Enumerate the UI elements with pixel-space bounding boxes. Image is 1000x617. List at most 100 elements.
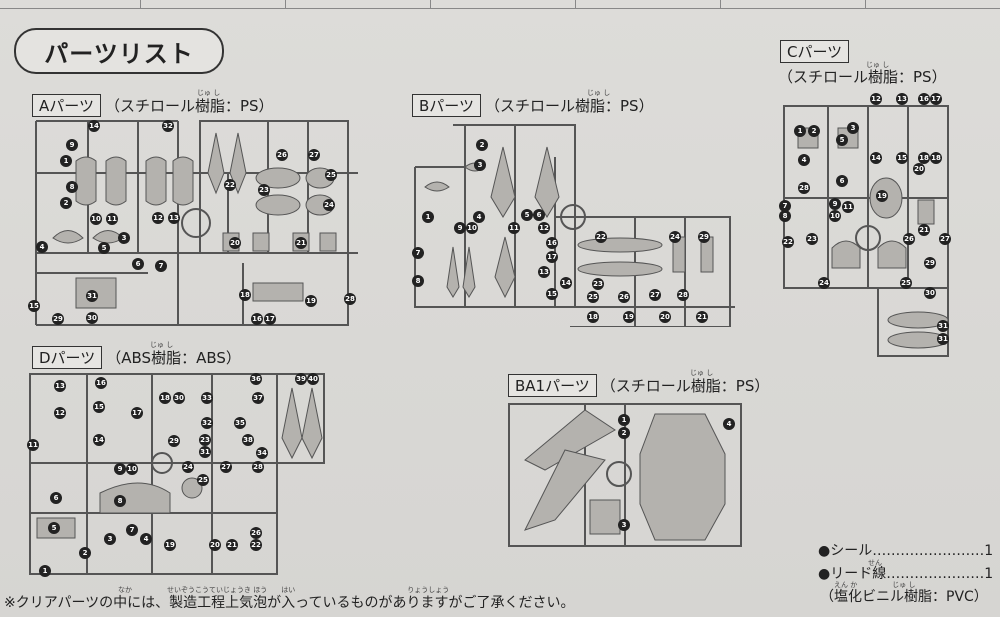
svg-text:18: 18 [240,291,250,299]
svg-text:15: 15 [94,403,104,411]
section-ba1-ruby: じゅ し [690,369,714,377]
svg-text:15: 15 [547,290,557,298]
svg-text:20: 20 [210,541,220,549]
svg-text:10: 10 [467,224,477,232]
svg-text:31: 31 [938,335,948,343]
svg-text:21: 21 [919,226,929,234]
svg-text:11: 11 [28,441,38,449]
svg-text:15: 15 [897,154,907,162]
section-ba1-name: BA1パーツ [508,374,597,397]
svg-text:11: 11 [509,224,519,232]
svg-text:23: 23 [259,186,269,194]
svg-text:24: 24 [819,279,829,287]
svg-text:29: 29 [699,233,709,241]
svg-text:29: 29 [925,259,935,267]
svg-text:4: 4 [40,243,45,251]
svg-text:8: 8 [416,277,421,285]
svg-text:9: 9 [70,141,75,149]
svg-text:28: 28 [799,184,809,192]
svg-text:39: 39 [296,375,306,383]
page-title: パーツリスト [14,28,224,74]
runner-a-diagram: 14 32 9 8 10 11 12 13 4 5 6 7 22 23 26 2… [28,113,368,333]
svg-text:30: 30 [925,289,935,297]
svg-text:5: 5 [102,244,107,252]
svg-text:26: 26 [251,529,261,537]
svg-text:2: 2 [480,141,485,149]
svg-text:26: 26 [277,151,287,159]
svg-text:19: 19 [624,313,634,321]
section-a-material: （スチロール樹脂：PS） [104,97,274,115]
svg-text:27: 27 [650,291,660,299]
svg-text:20: 20 [914,165,924,173]
svg-text:40: 40 [308,375,318,383]
section-a-label: Aパーツ（スチロール樹脂：PS） [32,94,274,117]
svg-text:3: 3 [622,521,627,529]
svg-text:4: 4 [144,535,149,543]
svg-text:13: 13 [55,382,65,390]
svg-text:1: 1 [64,157,69,165]
svg-text:4: 4 [477,213,482,221]
svg-text:29: 29 [53,315,63,323]
svg-text:24: 24 [324,201,334,209]
note-ruby: なか せいぞうこうていじょうき ほう はい りょうしょう [118,586,450,594]
caution-note: ※クリアパーツの中には、製造工程上気泡が入っているものがありますがご了承ください… [4,595,575,611]
svg-text:33: 33 [202,394,212,402]
svg-text:9: 9 [458,224,463,232]
svg-text:24: 24 [670,233,680,241]
section-a-name: Aパーツ [32,94,101,117]
svg-text:2: 2 [83,549,88,557]
svg-text:16: 16 [96,379,106,387]
runner-b-numbers: 2 3 1 4 5 6 7 8 9 10 11 12 13 14 15 16 1… [412,139,710,323]
svg-text:25: 25 [588,293,598,301]
runner-d-numbers: 1 2 3 4 5 6 7 8 9 10 11 12 13 14 15 16 1… [27,373,319,577]
svg-text:22: 22 [596,233,606,241]
runner-a-svg: 14 32 9 8 10 11 12 13 4 5 6 7 22 23 26 2… [28,120,358,326]
svg-text:7: 7 [159,262,164,270]
svg-text:18: 18 [588,313,598,321]
svg-text:10: 10 [91,215,101,223]
svg-text:21: 21 [697,313,707,321]
svg-text:13: 13 [539,268,549,276]
svg-text:3: 3 [478,161,483,169]
svg-text:37: 37 [253,394,263,402]
legend-lead: ●リード線…………………1 [818,566,994,582]
svg-text:31: 31 [87,292,97,300]
svg-text:18: 18 [919,154,929,162]
svg-text:13: 13 [897,95,907,103]
svg-text:1: 1 [798,127,803,135]
svg-text:8: 8 [70,183,75,191]
svg-text:32: 32 [202,419,212,427]
section-d-name: Dパーツ [32,346,103,369]
svg-text:19: 19 [306,297,316,305]
runner-ba1-svg: 1 2 3 4 [508,403,742,547]
section-b-ruby: じゅ し [587,89,611,97]
svg-text:23: 23 [807,235,817,243]
svg-text:17: 17 [547,253,557,261]
svg-text:27: 27 [221,463,231,471]
svg-text:3: 3 [108,535,113,543]
svg-text:2: 2 [812,127,817,135]
svg-text:3: 3 [122,234,127,242]
svg-text:19: 19 [877,192,887,200]
svg-text:23: 23 [593,280,603,288]
runner-d-diagram: 1 2 3 4 5 6 7 8 9 10 11 12 13 14 15 16 1… [22,368,327,578]
section-c-name: Cパーツ [780,40,850,63]
svg-text:32: 32 [163,122,173,130]
runner-ba1-numbers: 1 2 3 4 [618,414,735,531]
svg-text:22: 22 [251,541,261,549]
svg-text:27: 27 [940,235,950,243]
svg-text:4: 4 [727,420,732,428]
svg-text:8: 8 [118,497,123,505]
svg-text:14: 14 [89,122,99,130]
svg-text:9: 9 [118,465,123,473]
svg-text:7: 7 [130,526,135,534]
section-b-material: （スチロール樹脂：PS） [485,97,654,115]
svg-text:27: 27 [309,151,319,159]
svg-text:16: 16 [252,315,262,323]
svg-text:25: 25 [901,279,911,287]
svg-text:6: 6 [840,177,845,185]
runner-c-svg: 1 2 3 4 5 6 7 8 9 10 11 12 13 14 15 16 1… [779,93,951,357]
svg-text:18: 18 [931,154,941,162]
svg-text:18: 18 [160,394,170,402]
